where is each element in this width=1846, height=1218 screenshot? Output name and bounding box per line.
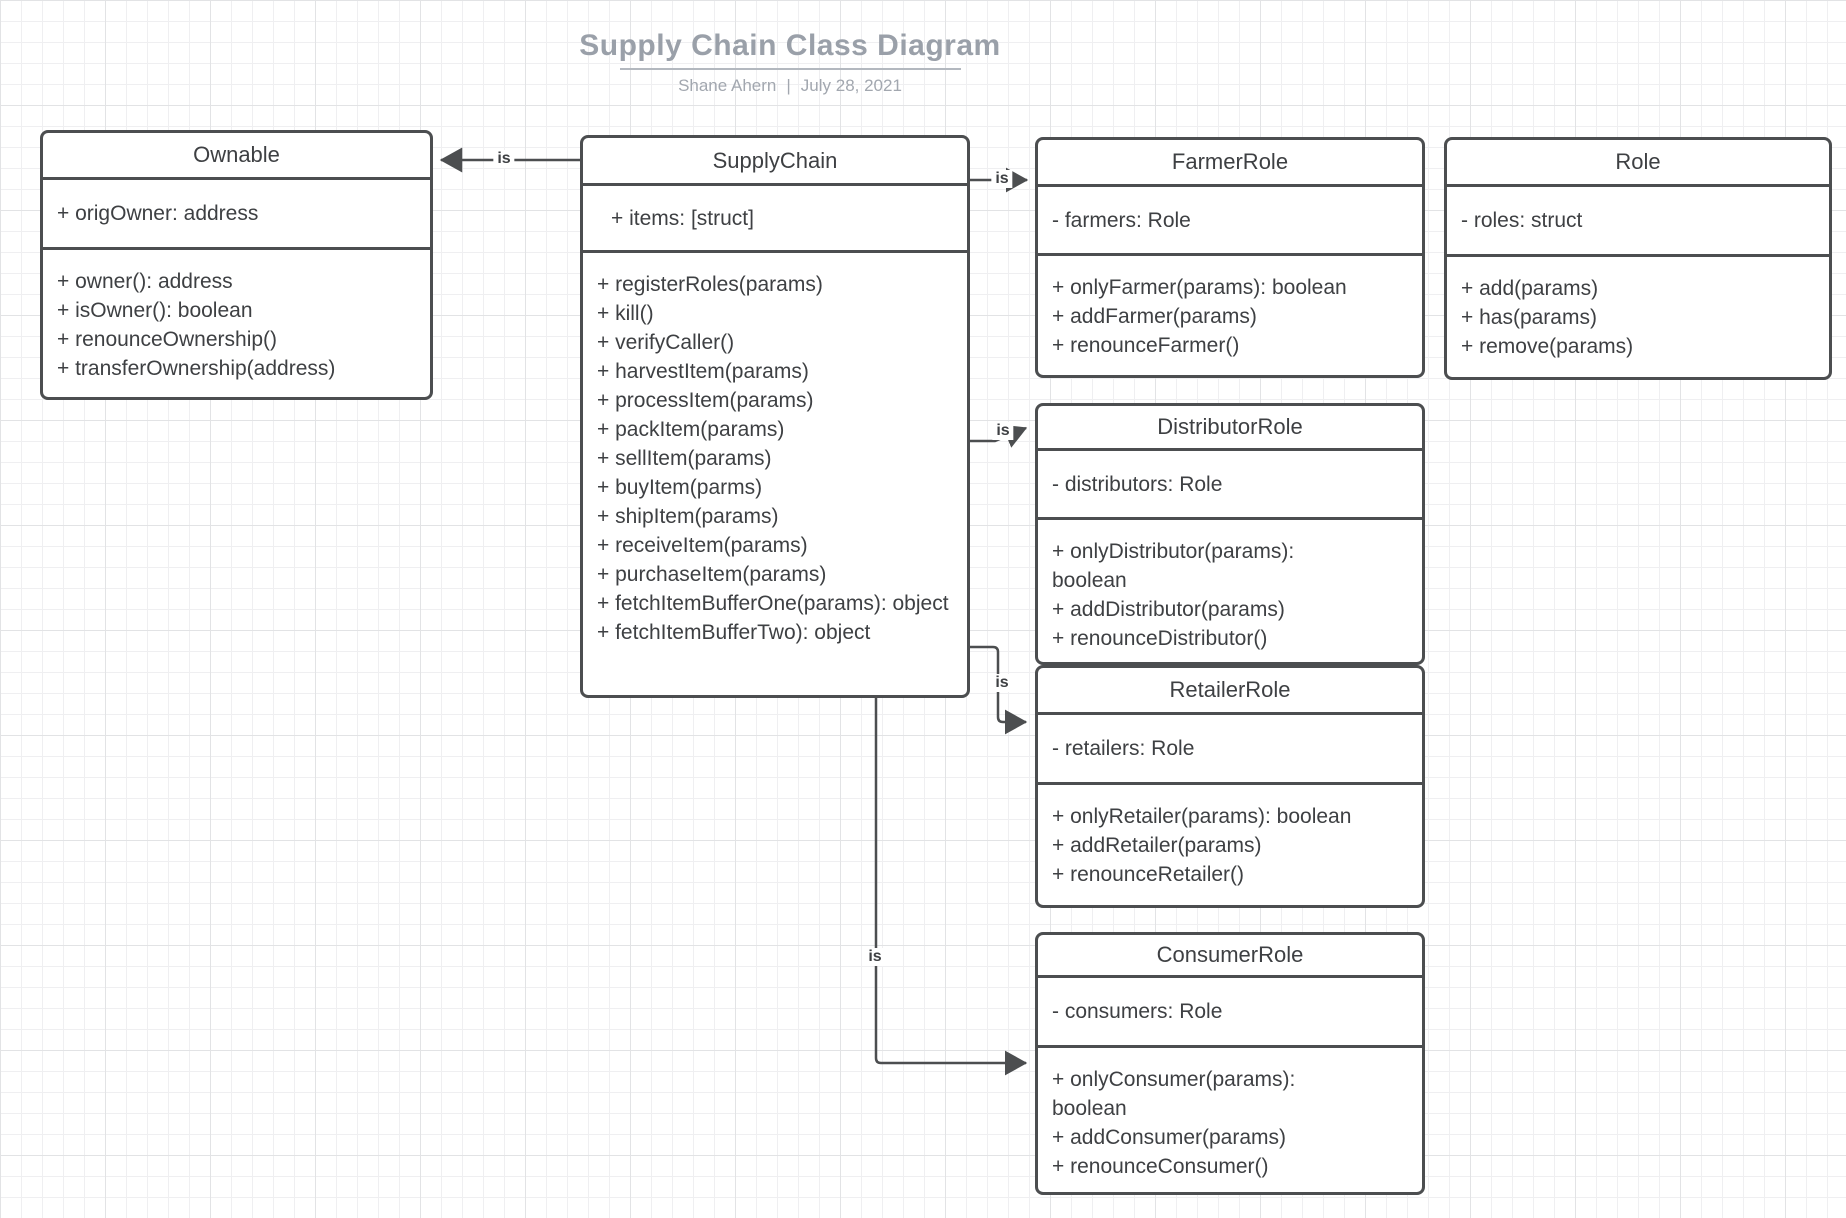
method-line: + fetchItemBufferTwo): object	[597, 621, 871, 644]
method-line: + shipItem(params)	[597, 505, 779, 528]
relationship-label-is-retailerrole[interactable]: is	[991, 674, 1013, 692]
method-line: + has(params)	[1461, 306, 1597, 329]
attribute-line: - distributors: Role	[1052, 472, 1223, 496]
title-underline	[619, 68, 961, 70]
method-line: + onlyConsumer(params): boolean	[1052, 1068, 1296, 1120]
diagram-title: Supply Chain Class Diagram	[579, 29, 1001, 62]
method-line: + addRetailer(params)	[1052, 834, 1262, 857]
method-line: + harvestItem(params)	[597, 360, 809, 383]
attribute-line: + origOwner: address	[57, 202, 259, 225]
attribute-line: - consumers: Role	[1052, 1000, 1223, 1023]
method-line: + renounceDistributor()	[1052, 627, 1268, 650]
relationship-label-is-farmerrole[interactable]: is	[991, 170, 1013, 188]
method-line: + addFarmer(params)	[1052, 305, 1257, 328]
class-role[interactable]: Role - roles: struct + add(params) + has…	[1444, 137, 1832, 380]
class-title: RetailerRole	[1038, 668, 1422, 715]
relationship-label-is-consumerrole[interactable]: is	[864, 948, 886, 966]
method-line: + remove(params)	[1461, 335, 1634, 358]
method-line: + transferOwnership(address)	[57, 357, 336, 380]
class-attributes: + items: [struct]	[583, 186, 967, 253]
class-methods: + registerRoles(params) + kill() + verif…	[583, 253, 967, 695]
class-methods: + onlyFarmer(params): boolean + addFarme…	[1038, 256, 1422, 375]
class-methods: + add(params) + has(params) + remove(par…	[1447, 257, 1829, 377]
subtitle-date: July 28, 2021	[800, 76, 902, 95]
class-methods: + onlyDistributor(params): boolean + add…	[1038, 520, 1422, 662]
method-line: + processItem(params)	[597, 389, 814, 412]
method-line: + registerRoles(params)	[597, 273, 823, 296]
method-line: + purchaseItem(params)	[597, 563, 827, 586]
method-line: + addConsumer(params)	[1052, 1126, 1287, 1149]
class-methods: + owner(): address + isOwner(): boolean …	[43, 250, 430, 397]
class-attributes: - roles: struct	[1447, 187, 1829, 257]
method-line: + isOwner(): boolean	[57, 299, 253, 322]
attribute-line: - farmers: Role	[1052, 208, 1191, 232]
method-line: + renounceConsumer()	[1052, 1155, 1269, 1178]
method-line: + onlyFarmer(params): boolean	[1052, 276, 1347, 299]
class-title: DistributorRole	[1038, 406, 1422, 451]
method-line: + fetchItemBufferOne(params): object	[597, 592, 949, 615]
diagram-subtitle: Shane Ahern | July 28, 2021	[480, 76, 1100, 96]
class-attributes: - consumers: Role	[1038, 978, 1422, 1048]
attribute-line: - roles: struct	[1461, 209, 1583, 232]
method-line: + buyItem(parms)	[597, 476, 763, 499]
relationship-label-is-ownable[interactable]: is	[493, 150, 515, 168]
class-distributorrole[interactable]: DistributorRole - distributors: Role + o…	[1035, 403, 1425, 665]
subtitle-author: Shane Ahern	[678, 76, 777, 95]
attribute-line: - retailers: Role	[1052, 737, 1195, 760]
subtitle-separator: |	[786, 76, 791, 95]
method-line: + receiveItem(params)	[597, 534, 808, 557]
class-attributes: + origOwner: address	[43, 180, 430, 250]
class-methods: + onlyConsumer(params): boolean + addCon…	[1038, 1048, 1422, 1192]
method-line: + verifyCaller()	[597, 331, 735, 354]
method-line: + onlyRetailer(params): boolean	[1052, 805, 1352, 828]
diagram-header: Supply Chain Class Diagram Shane Ahern | J…	[480, 26, 1100, 96]
method-line: + addDistributor(params)	[1052, 598, 1285, 621]
class-title: ConsumerRole	[1038, 935, 1422, 978]
class-methods: + onlyRetailer(params): boolean + addRet…	[1038, 785, 1422, 905]
method-line: + kill()	[597, 302, 654, 325]
class-consumerrole[interactable]: ConsumerRole - consumers: Role + onlyCon…	[1035, 932, 1425, 1195]
class-farmerrole[interactable]: FarmerRole - farmers: Role + onlyFarmer(…	[1035, 137, 1425, 378]
method-line: + renounceFarmer()	[1052, 334, 1240, 357]
method-line: + renounceOwnership()	[57, 328, 278, 351]
method-line: + packItem(params)	[597, 418, 785, 441]
method-line: + sellItem(params)	[597, 447, 772, 470]
attribute-line: + items: [struct]	[611, 206, 754, 230]
class-retailerrole[interactable]: RetailerRole - retailers: Role + onlyRet…	[1035, 665, 1425, 908]
class-title: SupplyChain	[583, 138, 967, 186]
connector-supplychain-consumerrole[interactable]	[874, 698, 1028, 1076]
class-title: Ownable	[43, 133, 430, 180]
class-supplychain[interactable]: SupplyChain + items: [struct] + register…	[580, 135, 970, 698]
method-line: + renounceRetailer()	[1052, 863, 1245, 886]
class-title: Role	[1447, 140, 1829, 187]
class-attributes: - farmers: Role	[1038, 187, 1422, 256]
class-attributes: - retailers: Role	[1038, 715, 1422, 785]
class-attributes: - distributors: Role	[1038, 451, 1422, 520]
class-title: FarmerRole	[1038, 140, 1422, 187]
method-line: + onlyDistributor(params): boolean	[1052, 540, 1295, 592]
method-line: + add(params)	[1461, 277, 1599, 300]
class-ownable[interactable]: Ownable + origOwner: address + owner(): …	[40, 130, 433, 400]
method-line: + owner(): address	[57, 270, 233, 293]
relationship-label-is-distributorrole[interactable]: is	[992, 422, 1014, 440]
